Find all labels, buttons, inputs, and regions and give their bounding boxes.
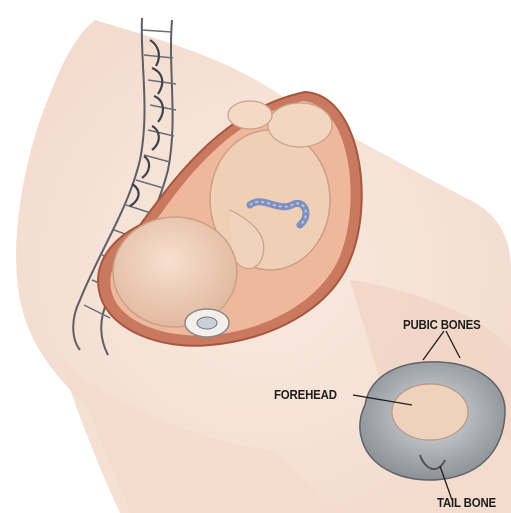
baby-head-inset	[392, 384, 468, 440]
pubic-bones-label: PUBIC BONES	[403, 317, 481, 332]
tail-bone-label: TAIL BONE	[437, 495, 496, 510]
forehead-label: FOREHEAD	[274, 387, 337, 402]
pelvis-inset	[360, 362, 505, 480]
baby-knee	[268, 103, 332, 147]
baby-foot	[228, 101, 272, 129]
bladder	[185, 309, 229, 337]
